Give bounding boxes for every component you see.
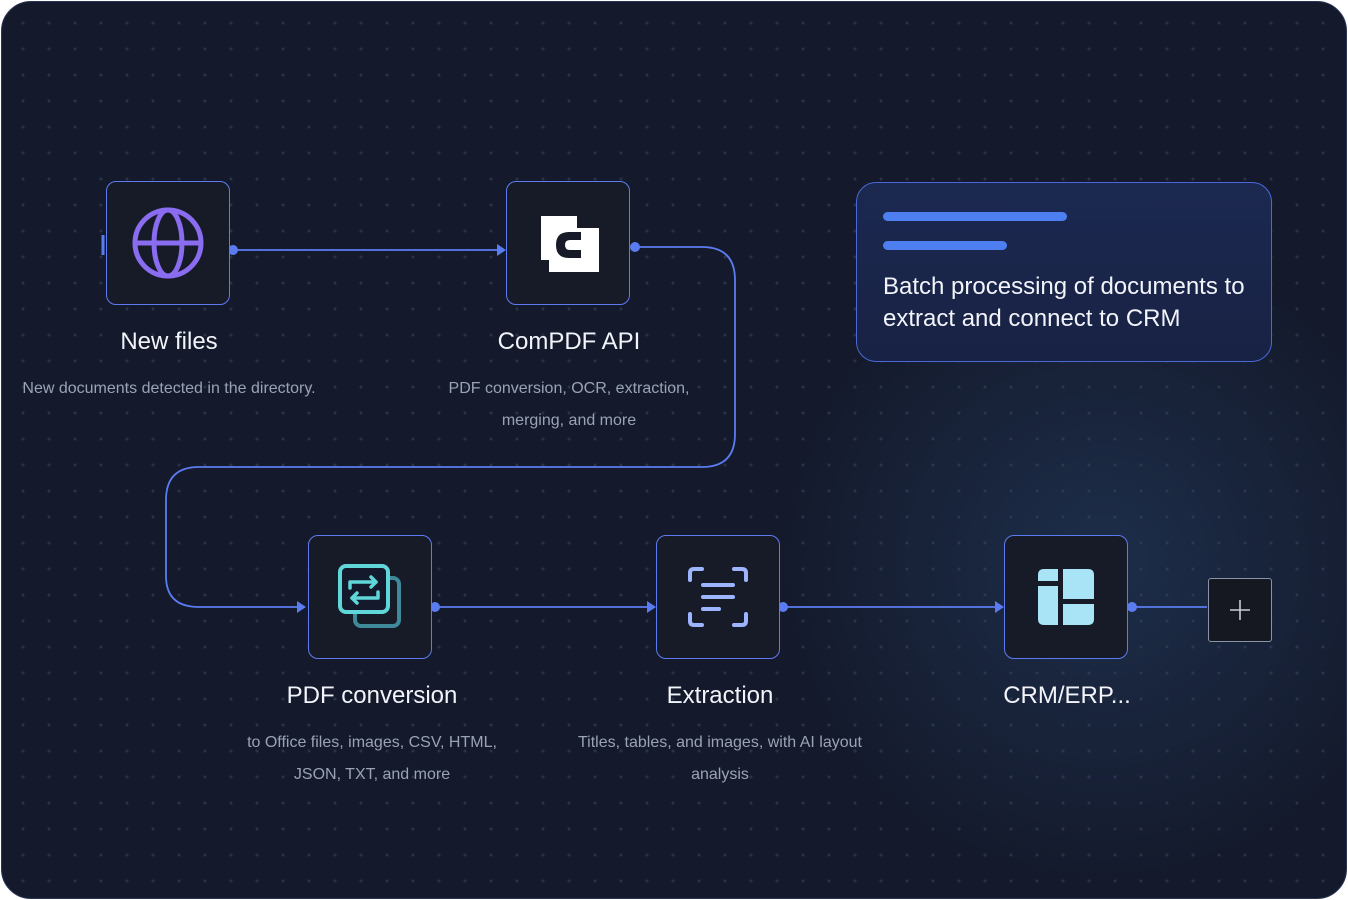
dashboard-icon (1038, 569, 1094, 625)
node-description: PDF conversion, OCR, extraction, merging… (448, 380, 690, 429)
arrow-head (995, 601, 1004, 613)
node-title: CRM/ERP... (1003, 682, 1131, 709)
node-title: PDF conversion (286, 682, 458, 709)
output-port (1127, 602, 1137, 612)
plus-icon (1230, 600, 1250, 620)
node-description: New documents detected in the directory. (22, 380, 316, 397)
info-card-text: Batch processing of documents to extract… (883, 273, 1245, 332)
node-crm-erp[interactable] (1004, 535, 1128, 659)
node-title: New files (120, 328, 218, 355)
node-pdf-conversion[interactable] (308, 535, 432, 659)
globe-icon (132, 207, 204, 279)
node-description: Titles, tables, and images, with AI layo… (578, 734, 862, 783)
output-port (778, 602, 788, 612)
node-title: Extraction (666, 682, 774, 709)
scan-text-icon (688, 567, 748, 627)
output-port (228, 245, 238, 255)
node-title: ComPDF API (497, 328, 641, 355)
compdf-logo-icon (541, 216, 599, 272)
connector-compdf-conversion (165, 246, 736, 608)
decorative-bar (883, 241, 1007, 250)
output-port (630, 242, 640, 252)
node-new-files[interactable] (106, 181, 230, 305)
node-compdf-api[interactable] (506, 181, 630, 305)
decorative-bar (883, 212, 1067, 221)
arrow-head (497, 244, 506, 256)
output-port (430, 602, 440, 612)
arrow-head (297, 601, 306, 613)
arrow-head (647, 601, 656, 613)
node-extraction[interactable] (656, 535, 780, 659)
add-node-button[interactable] (1208, 578, 1272, 642)
info-card: Batch processing of documents to extract… (856, 182, 1272, 362)
node-description: to Office files, images, CSV, HTML, JSON… (247, 734, 497, 783)
convert-icon (338, 564, 401, 628)
